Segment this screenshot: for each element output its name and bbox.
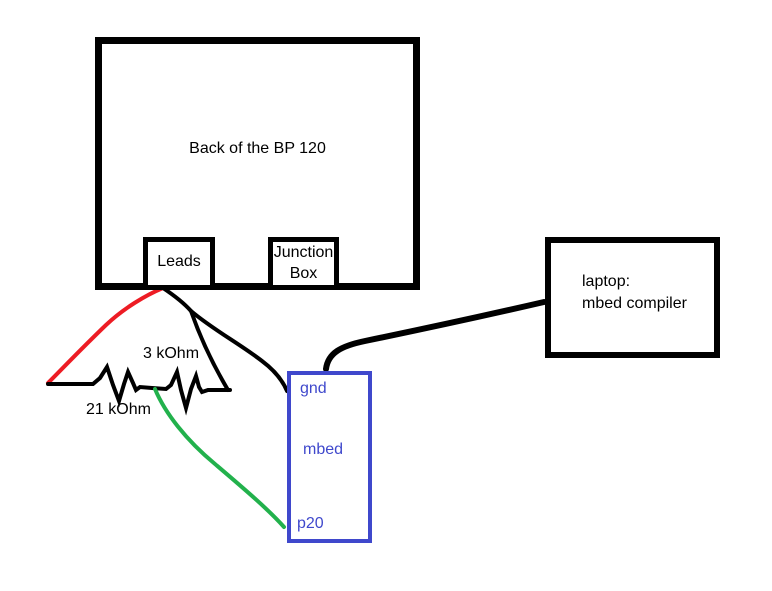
pin-mbed-label: mbed: [303, 441, 344, 458]
leads-box: [143, 237, 215, 290]
red-wire: [46, 286, 165, 385]
black-wire-board-to-laptop: [323, 299, 547, 372]
laptop-label: laptop: mbed compiler: [582, 271, 712, 315]
resistor-3k-label: 3 kOhm: [143, 345, 200, 362]
pin-p20-label: p20: [297, 515, 324, 532]
junction-box-label: Junction Box: [273, 244, 334, 282]
black-wire-leads-to-board: [161, 286, 289, 393]
leads-label: Leads: [157, 253, 201, 270]
laptop-label-line1: laptop:: [582, 273, 631, 290]
green-wire: [153, 387, 286, 529]
resistor-zigzag: [46, 362, 232, 416]
resistor-21k-label: 21 kOhm: [86, 401, 151, 418]
black-wire-branch-to-resistor: [189, 309, 230, 392]
junction-box: [268, 237, 339, 290]
bp120-label: Back of the BP 120: [189, 140, 326, 157]
mbed-board-box: [287, 371, 372, 543]
laptop-label-line2: mbed compiler: [582, 295, 687, 312]
laptop-box: [545, 237, 720, 358]
pin-gnd-label: gnd: [300, 380, 327, 397]
